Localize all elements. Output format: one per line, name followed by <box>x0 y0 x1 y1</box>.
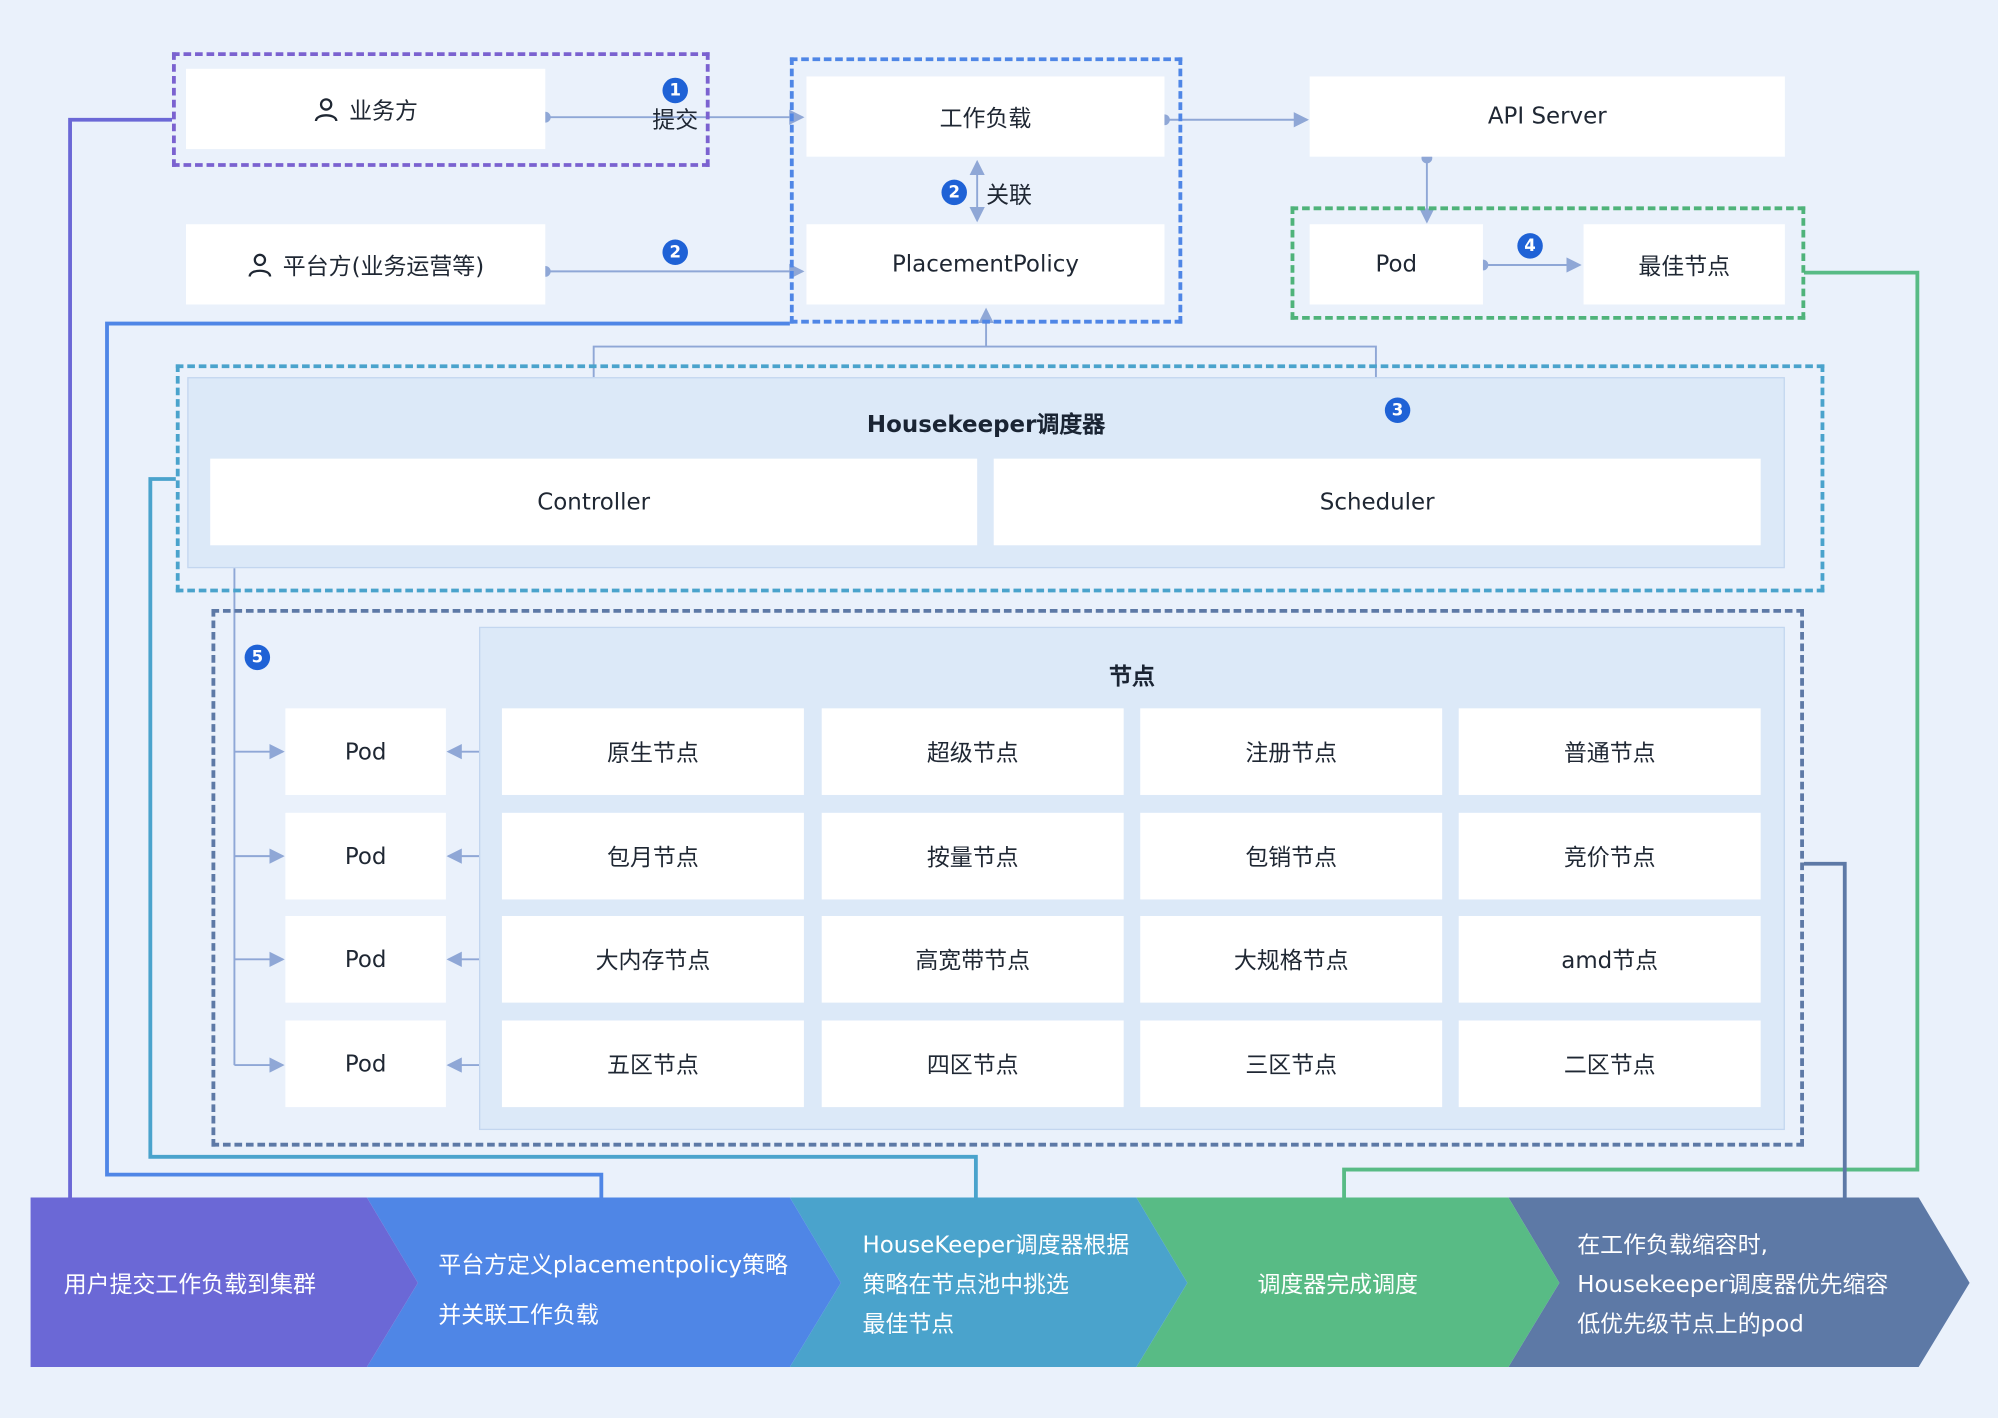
pod-box[interactable]: Pod <box>1309 224 1483 305</box>
scheduler-box[interactable]: Scheduler <box>993 458 1761 546</box>
step-badge-3: 3 <box>1384 397 1411 423</box>
step-1-text: 用户提交工作负载到集群 <box>63 1271 316 1299</box>
node-type-item[interactable]: 原生节点 <box>501 708 804 795</box>
step-badge-2: 2 <box>662 239 688 265</box>
node-type-item[interactable]: 按量节点 <box>821 812 1124 900</box>
step-5-text: 在工作负载缩容时, Housekeeper调度器优先缩容 低优先级节点上的pod <box>1577 1231 1889 1338</box>
node-type-item[interactable]: 大内存节点 <box>501 916 804 1003</box>
node-type-item[interactable]: amd节点 <box>1458 916 1761 1003</box>
workload-box[interactable]: 工作负载 <box>806 76 1165 157</box>
business-label: 业务方 <box>349 97 418 125</box>
platform-box[interactable]: 平台方(业务运营等) <box>186 224 546 305</box>
step-badge-2-relate: 2 <box>941 179 967 206</box>
best-node-box[interactable]: 最佳节点 <box>1583 224 1785 305</box>
business-box[interactable]: 业务方 <box>186 68 546 150</box>
node-type-item[interactable]: 三区节点 <box>1140 1020 1443 1108</box>
workload-group <box>789 57 1183 324</box>
pod-item[interactable]: Pod <box>285 708 446 795</box>
user-icon <box>248 253 272 277</box>
step-chevron-2 <box>366 1197 841 1368</box>
submit-label: 提交 <box>652 107 699 134</box>
step-badge-1: 1 <box>662 77 688 104</box>
node-type-item[interactable]: 竞价节点 <box>1458 812 1761 900</box>
step-badge-5: 5 <box>244 644 271 671</box>
step-chevron-5 <box>1508 1197 1970 1368</box>
user-icon <box>314 97 338 121</box>
step-badge-4: 4 <box>1517 233 1543 259</box>
node-type-item[interactable]: 普通节点 <box>1458 708 1761 795</box>
step-4-text: 调度器完成调度 <box>1257 1271 1418 1299</box>
node-type-item[interactable]: 二区节点 <box>1458 1020 1761 1108</box>
step-chevron-4 <box>1136 1197 1560 1368</box>
step-2-text: 平台方定义placementpolicy策略 并关联工作负载 <box>438 1252 788 1329</box>
placement-policy-box[interactable]: PlacementPolicy <box>806 224 1165 305</box>
node-type-item[interactable]: 包月节点 <box>501 812 804 900</box>
api-server-box[interactable]: API Server <box>1309 76 1785 157</box>
flow-line-step3 <box>148 477 978 1198</box>
flow-line-step4 <box>1342 270 1920 1198</box>
node-pool-group <box>211 608 1804 1147</box>
node-type-item[interactable]: 超级节点 <box>821 708 1124 795</box>
business-group <box>171 52 710 167</box>
node-type-item[interactable]: 高宽带节点 <box>821 916 1124 1003</box>
node-type-item[interactable]: 大规格节点 <box>1140 916 1443 1003</box>
step-chevron-1 <box>30 1197 418 1368</box>
nodes-title: 节点 <box>1109 663 1155 691</box>
node-type-item[interactable]: 注册节点 <box>1140 708 1443 795</box>
housekeeper-group <box>175 364 1825 593</box>
relate-label: 关联 <box>986 182 1032 209</box>
step-chevron-3 <box>789 1197 1188 1368</box>
controller-box[interactable]: Controller <box>210 458 978 546</box>
pod-item[interactable]: Pod <box>285 1020 446 1108</box>
node-type-item[interactable]: 四区节点 <box>821 1020 1124 1108</box>
pod-item[interactable]: Pod <box>285 916 446 1003</box>
flow-line-step1 <box>68 117 172 1198</box>
scheduling-result-group <box>1290 206 1806 320</box>
step-3-text: HouseKeeper调度器根据 策略在节点池中挑选 最佳节点 <box>862 1231 1130 1338</box>
node-type-item[interactable]: 包销节点 <box>1140 812 1443 900</box>
pod-item[interactable]: Pod <box>285 812 446 900</box>
flow-line-step2 <box>105 321 790 1198</box>
flow-line-step5 <box>1803 861 1847 1198</box>
housekeeper-title: Housekeeper调度器 <box>866 411 1106 439</box>
node-type-item[interactable]: 五区节点 <box>501 1020 804 1108</box>
platform-label: 平台方(业务运营等) <box>282 252 485 280</box>
